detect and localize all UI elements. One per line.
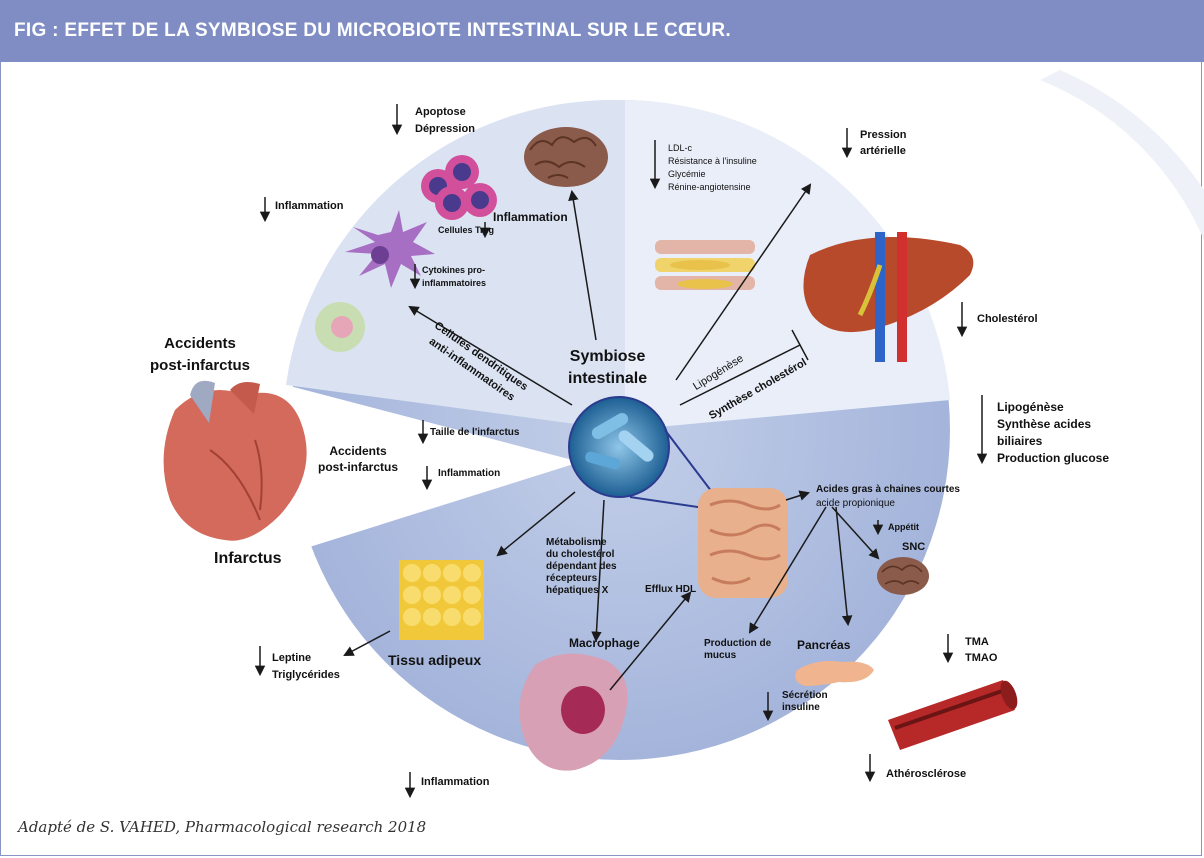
adipose-tissue-icon	[399, 560, 484, 640]
label-acide-propionique: acide propionique	[816, 498, 895, 509]
pancreas-icon	[795, 661, 874, 686]
label-acides-gras: Acides gras à chaines courtes	[816, 484, 960, 495]
label-secretion-line2: insuline	[782, 702, 820, 713]
treg-cells-icon	[421, 155, 497, 220]
figure-caption: Adapté de S. VAHED, Pharmacological rese…	[18, 818, 427, 836]
label-secretion-line1: Sécrétion	[782, 690, 828, 701]
label-pancreas: Pancréas	[797, 638, 851, 652]
label-taille-infarctus: Taille de l'infarctus	[430, 427, 520, 438]
label-leptine: Leptine	[272, 652, 312, 664]
label-accidents-big-line2: post-infarctus	[150, 357, 251, 374]
label-triglycerides: Triglycérides	[272, 669, 340, 681]
figure-title: FIG : EFFET DE LA SYMBIOSE DU MICROBIOTE…	[14, 20, 731, 41]
label-production-mucus-line2: mucus	[704, 650, 737, 661]
label-metabolisme-line3: dépendant des	[546, 561, 617, 572]
artery-icon	[655, 240, 755, 290]
flow-arrows	[343, 183, 880, 691]
label-inflammation-brain: Inflammation	[493, 210, 568, 224]
figure-header: FIG : EFFET DE LA SYMBIOSE DU MICROBIOTE…	[0, 0, 1204, 62]
label-macrophage: Macrophage	[569, 636, 640, 650]
label-production-mucus: Production de mucus	[704, 638, 771, 662]
label-tma: TMA	[965, 636, 989, 648]
label-tmao: TMAO	[965, 652, 998, 664]
label-snc: SNC	[902, 541, 926, 553]
heart-icon	[163, 380, 307, 541]
label-infarctus: Infarctus	[214, 550, 282, 567]
label-pression-line1: Pression	[860, 129, 907, 141]
label-accidents-mid-line1: Accidents	[329, 444, 387, 458]
label-production-mucus-line1: Production de	[704, 638, 772, 649]
label-accidents-mid-line2: post-infarctus	[318, 460, 399, 474]
label-efflux-hdl: Efflux HDL	[645, 584, 697, 595]
label-accidents-mid: Accidents post-infarctus	[318, 443, 398, 475]
disc-top-right-sector	[625, 100, 950, 430]
macrophage-cell-icon	[519, 653, 628, 771]
monocyte-cell-icon	[315, 302, 365, 352]
brain-small-icon	[877, 557, 929, 595]
label-production-glucose: Production glucose	[997, 451, 1110, 465]
label-synthese-acides-line1: Synthèse acides	[997, 417, 1092, 431]
disc-light-sector	[286, 99, 625, 430]
label-cytokines-line2: inflammatoires	[422, 278, 487, 288]
diagram-canvas	[160, 70, 1204, 799]
brain-icon	[524, 127, 608, 187]
label-metabolisme-line2: du cholestérol	[546, 549, 615, 560]
label-center-line1: Symbiose	[569, 348, 646, 365]
label-tissu-adipeux: Tissu adipeux	[388, 652, 482, 668]
label-inflammation-top-left: Inflammation	[275, 200, 344, 212]
atherosclerosis-vessel-icon	[888, 680, 1018, 750]
liver-icon	[803, 232, 974, 362]
background-ring	[1040, 70, 1204, 240]
label-lipogenese: Lipogénèse	[997, 400, 1064, 414]
label-ldl: LDL-c	[668, 143, 693, 153]
label-apoptose: Apoptose	[415, 106, 466, 118]
bacteria-icon	[568, 396, 670, 498]
label-metabolisme: Métabolisme du cholestérol dépendant des…	[546, 537, 617, 597]
zoom-line-top	[664, 429, 719, 501]
label-inflammation-mid: Inflammation	[438, 468, 501, 479]
label-renine: Rénine-angiotensine	[668, 182, 751, 192]
label-appetit: Appétit	[888, 522, 919, 532]
label-synthese-acides-line2: biliaires	[997, 434, 1043, 448]
label-metabolisme-line4: récepteurs	[546, 573, 598, 584]
label-accidents-big: Accidents post-infarctus	[150, 333, 250, 377]
label-resistance: Résistance à l'insuline	[668, 156, 757, 166]
label-center-line2: intestinale	[568, 370, 648, 387]
label-metabolisme-line5: hépatiques X	[546, 585, 609, 596]
dendritic-cell-icon	[345, 210, 435, 288]
label-cytokines-line1: Cytokines pro-	[422, 265, 486, 275]
label-inflammation-bottom: Inflammation	[421, 776, 490, 788]
label-secretion-insuline: Sécrétion insuline	[782, 690, 828, 714]
label-accidents-big-line1: Accidents	[164, 335, 236, 352]
label-cholesterol: Cholestérol	[977, 313, 1038, 325]
label-depression: Dépression	[415, 123, 475, 135]
intestine-icon	[698, 488, 788, 598]
label-atherosclerose: Athérosclérose	[886, 768, 967, 780]
down-arrows	[254, 104, 988, 799]
label-glycemie: Glycémie	[668, 169, 706, 179]
label-pression-line2: artérielle	[860, 145, 906, 157]
label-center-symbiose: Symbiose intestinale	[568, 346, 647, 390]
label-cellules-treg: Cellules Treg	[438, 225, 495, 235]
label-metabolisme-line1: Métabolisme	[546, 537, 607, 548]
